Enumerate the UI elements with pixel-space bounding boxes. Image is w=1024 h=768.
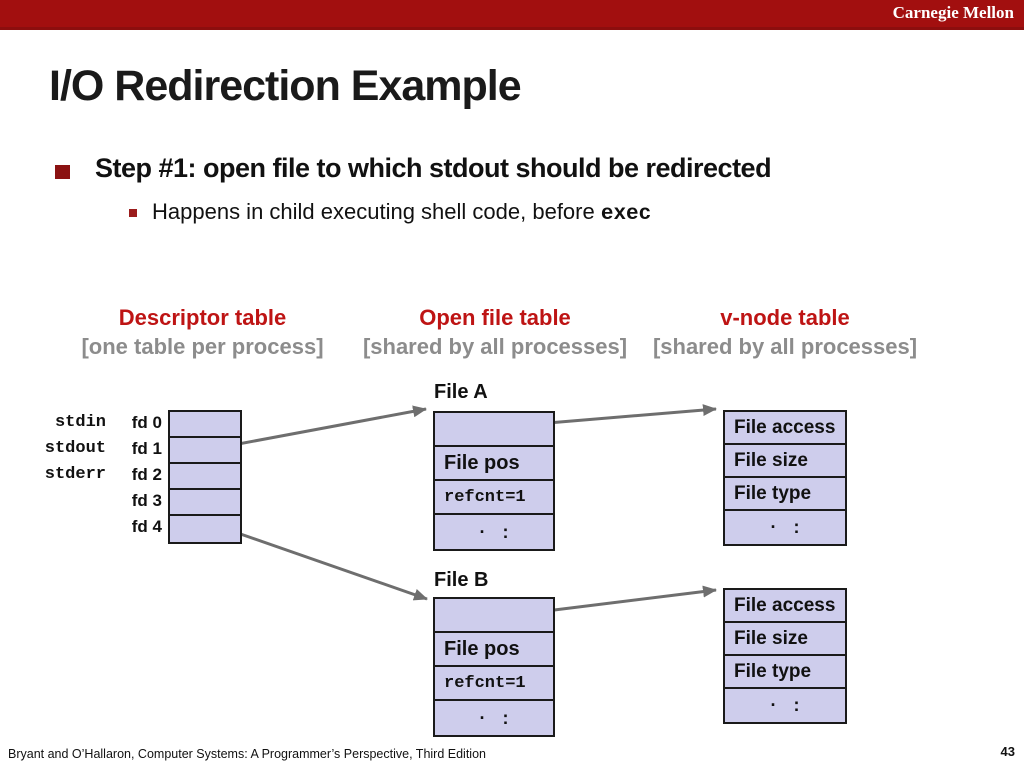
fd3-label: fd 3 <box>131 491 162 510</box>
vnodeA-type-cell: File type <box>725 478 845 511</box>
fileB-ellipsis-cell: · : <box>435 701 553 735</box>
vnodeA-access-cell: File access <box>725 412 845 445</box>
sub-bullet-icon <box>129 209 137 217</box>
sub-bullet-prefix: Happens in child executing shell code, b… <box>152 199 601 224</box>
vnodeB-type-cell: File type <box>725 656 845 689</box>
exec-code: exec <box>600 203 652 226</box>
descriptor-table-subtitle: [one table per process] <box>81 334 324 359</box>
descriptor-table <box>168 410 242 544</box>
fileA-ellipsis-cell: · : <box>435 515 553 549</box>
open-file-table-subtitle: [shared by all processes] <box>362 334 628 359</box>
fileA-pointer-cell <box>435 413 553 447</box>
arrow-fileA-to-vnodeA <box>535 404 717 426</box>
vnodeB-size-cell: File size <box>725 623 845 656</box>
page-title: I/O Redirection Example <box>49 62 522 110</box>
fd0-label: fd 0 <box>131 413 162 432</box>
fileA-refcnt-cell: refcnt=1 <box>435 481 553 515</box>
fileB-table: File pos refcnt=1 · : <box>433 597 555 737</box>
vnodeB-table: File access File size File type · : <box>723 588 847 724</box>
page-number: 43 <box>1000 744 1015 759</box>
fileB-refcnt-cell: refcnt=1 <box>435 667 553 701</box>
descriptor-table-title: Descriptor table <box>118 305 287 330</box>
vnodeA-size-cell: File size <box>725 445 845 478</box>
open-file-table-title: Open file table <box>419 305 571 330</box>
stdin-label: stdin <box>54 413 106 432</box>
fileA-filepos-cell: File pos <box>435 447 553 481</box>
fd2-cell <box>170 464 240 490</box>
fileA-label: File A <box>434 381 488 403</box>
fileB-pointer-cell <box>435 599 553 633</box>
vnode-table-header: v-node table [shared by all processes] <box>645 303 925 361</box>
fd0-cell <box>170 412 240 438</box>
open-file-table-header: Open file table [shared by all processes… <box>355 303 635 361</box>
fd2-label: fd 2 <box>131 465 162 484</box>
vnodeA-table: File access File size File type · : <box>723 410 847 546</box>
vnodeB-ellipsis-cell: · : <box>725 689 845 722</box>
brand-logo: Carnegie Mellon <box>892 3 1014 22</box>
arrow-fileB-to-vnodeB <box>529 585 717 615</box>
fd4-cell <box>170 516 240 542</box>
vnodeA-ellipsis-cell: · : <box>725 511 845 544</box>
vnodeB-access-cell: File access <box>725 590 845 623</box>
bullet-icon <box>55 165 70 179</box>
step-heading: Step #1: open file to which stdout shoul… <box>95 153 772 183</box>
vnode-table-title: v-node table <box>720 305 850 330</box>
stdout-label: stdout <box>44 439 106 458</box>
fileB-filepos-cell: File pos <box>435 633 553 667</box>
stderr-label: stderr <box>44 465 106 484</box>
fd1-cell <box>170 438 240 464</box>
footer-citation: Bryant and O’Hallaron, Computer Systems:… <box>8 747 486 761</box>
top-bar: Carnegie Mellon <box>0 0 1024 30</box>
vnode-table-subtitle: [shared by all processes] <box>652 334 918 359</box>
descriptor-table-header: Descriptor table [one table per process] <box>55 303 350 361</box>
fd4-label: fd 4 <box>131 517 162 536</box>
sub-bullet-text: Happens in child executing shell code, b… <box>152 199 651 226</box>
fileA-table: File pos refcnt=1 · : <box>433 411 555 551</box>
fileB-label: File B <box>434 569 489 591</box>
fd3-cell <box>170 490 240 516</box>
fd1-label: fd 1 <box>131 439 162 458</box>
